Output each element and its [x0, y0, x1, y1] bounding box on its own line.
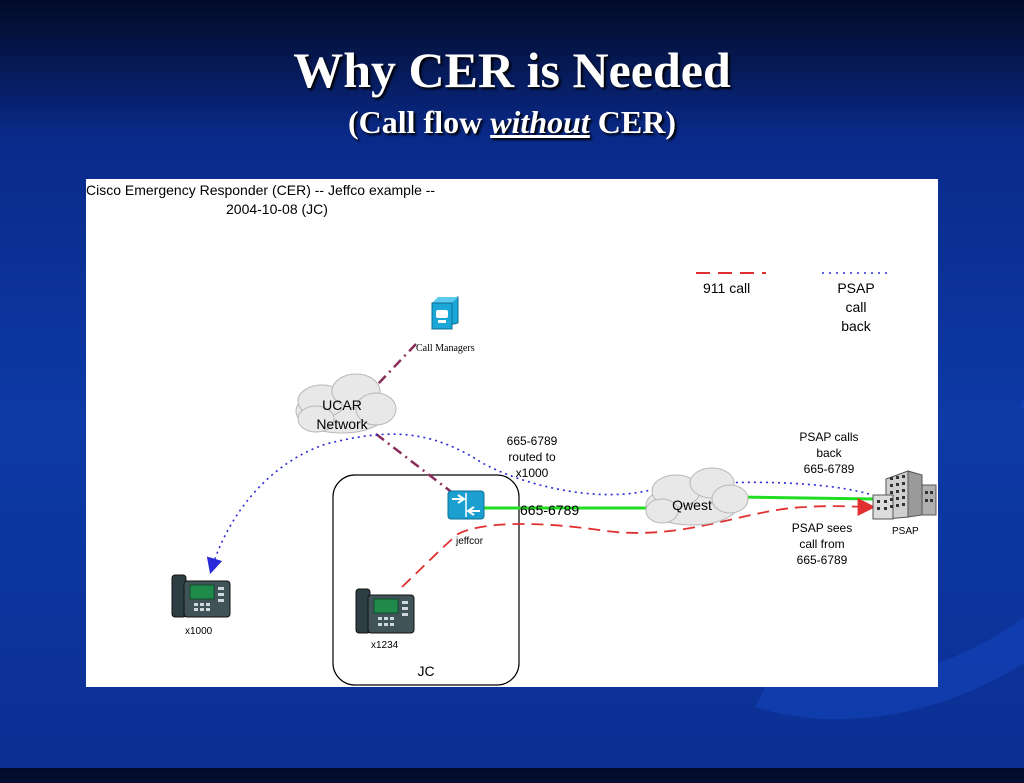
slide-heading: Why CER is Needed (Call flow without CER…	[0, 38, 1024, 142]
ucar-label-2: Network	[316, 416, 368, 432]
routed-note-line1: 665-6789	[507, 434, 558, 448]
link-ucar-router	[375, 433, 455, 495]
diagram-header-line1: Cisco Emergency Responder (CER) -- Jeffc…	[86, 182, 435, 198]
phone-x1234-label: x1234	[371, 640, 399, 651]
ip-phone-x1234-icon	[355, 588, 415, 634]
site-jc-box	[332, 474, 520, 686]
call-911-path	[401, 497, 876, 588]
psap-building-icon	[872, 470, 937, 520]
subtitle-prefix: (Call flow	[347, 104, 491, 140]
diagram-canvas: Cisco Emergency Responder (CER) -- Jeffc…	[86, 182, 937, 686]
ucar-label-1: UCAR	[322, 397, 362, 413]
legend-911-label: 911 call	[703, 280, 750, 296]
subtitle-emphasis: without	[490, 104, 590, 140]
site-jc-label: JC	[417, 663, 434, 679]
trunk-qwest-psap	[735, 495, 875, 501]
legend-callback-label-3: back	[841, 318, 872, 334]
psap-sees-note-line3: 665-6789	[797, 553, 848, 567]
psap-sees-note-line1: PSAP sees	[792, 521, 852, 535]
call-manager-label: Call Managers	[416, 343, 475, 354]
routed-note-line3: x1000	[516, 466, 549, 480]
psap-calls-note-line2: back	[816, 446, 842, 460]
link-cm-ucar	[377, 343, 417, 385]
psap-sees-note-line2: call from	[799, 537, 844, 551]
psap-label: PSAP	[892, 526, 919, 537]
legend-callback-label-2: call	[845, 299, 866, 315]
diagram-header-line2: 2004-10-08 (JC)	[226, 201, 328, 217]
call-manager-icon	[431, 296, 459, 330]
qwest-cloud-icon	[645, 467, 749, 526]
slide-subtitle: (Call flow without CER)	[0, 102, 1024, 142]
legend-callback-label-1: PSAP	[837, 280, 874, 296]
routed-note-line2: routed to	[508, 450, 556, 464]
phone-x1000-label: x1000	[185, 626, 213, 637]
call-flow-diagram: Cisco Emergency Responder (CER) -- Jeffc…	[86, 179, 938, 687]
ucar-cloud-icon	[295, 373, 397, 434]
slide-title: Why CER is Needed	[293, 42, 731, 98]
psap-calls-note-line3: 665-6789	[804, 462, 855, 476]
ip-phone-x1000-icon	[171, 574, 231, 618]
subtitle-suffix: CER)	[589, 104, 677, 140]
psap-calls-note-line1: PSAP calls	[799, 430, 858, 444]
trunk-number-label: 665-6789	[520, 502, 579, 518]
router-icon	[447, 490, 485, 520]
router-label: jeffcor	[455, 536, 484, 547]
qwest-label: Qwest	[672, 497, 712, 513]
